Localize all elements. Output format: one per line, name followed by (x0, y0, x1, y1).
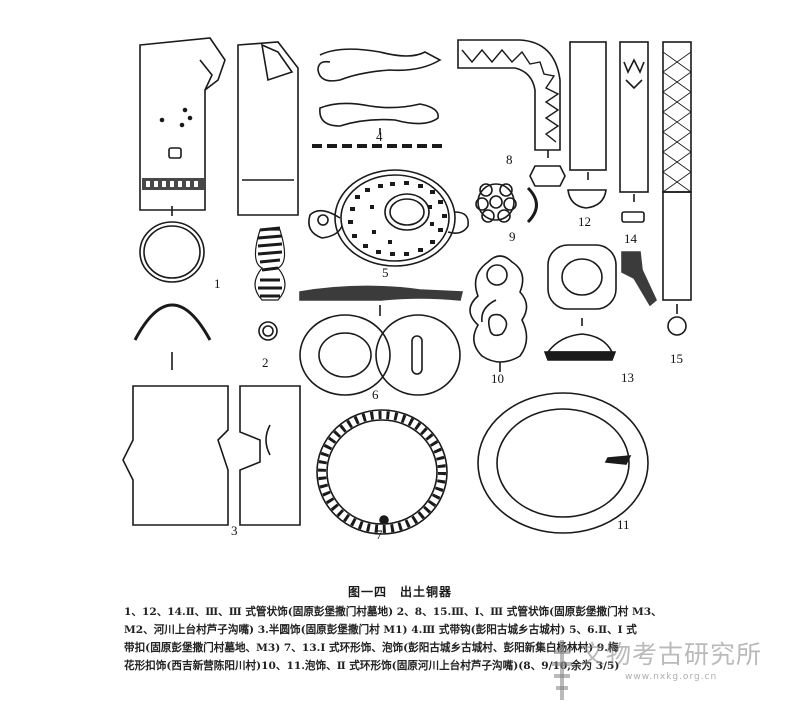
caption-line: M2、河川上台村芦子沟嘴) 3.半圆饰(固原彭堡撒门村 M1) 4.Ⅲ 式带钩(… (124, 624, 637, 636)
item-label-3: 3 (231, 523, 238, 538)
artifact-14-tube (619, 41, 649, 223)
artifact-11-ring (477, 392, 649, 534)
artifact-10-boss (469, 255, 528, 372)
artifact-7-ring (316, 409, 448, 535)
item-label-10: 10 (491, 371, 504, 386)
caption-line: 带扣(固原彭堡撒门村墓地、M3) 7、13.Ⅰ 式环形饰、泡饰(彭阳古城乡古城村… (124, 642, 619, 654)
item-label-9: 9 (509, 229, 516, 244)
item-label-4: 4 (376, 129, 383, 144)
item-label-6: 6 (372, 387, 379, 402)
item-label-7: 7 (376, 527, 383, 542)
item-label-14: 14 (624, 231, 637, 246)
item-label-8: 8 (506, 152, 513, 167)
artifact-12-tube (567, 41, 607, 209)
artifact-6-buckle (299, 285, 464, 396)
watermark-logo-icon (552, 640, 572, 700)
item-label-15: 15 (670, 351, 683, 366)
caption-line: 花形扣饰(西吉新营陈阳川村)10、11.泡饰、Ⅱ 式环形饰(固原河川上台村芦子沟… (124, 660, 620, 672)
watermark-url: www.nxkg.org.cn (625, 672, 718, 682)
artifact-1-tube (133, 37, 226, 370)
watermark-text: 文物考古研究所 (580, 640, 763, 669)
item-label-13: 13 (621, 370, 634, 385)
artifact-15-tube (662, 41, 692, 336)
item-label-12: 12 (578, 214, 591, 229)
artifact-9-flower-button (475, 183, 538, 224)
artifact-4-belt-hook (312, 48, 445, 148)
figure-caption: 1、12、14.Ⅱ、Ⅲ、Ⅲ 式管状饰(固原彭堡撒门村墓地) 2、8、15.Ⅲ、Ⅰ… (124, 603, 764, 675)
artifact-13-boss (543, 244, 657, 361)
artifact-3-half-round (122, 385, 301, 526)
artifact-2-tube (237, 41, 299, 341)
item-label-1: 1 (214, 276, 221, 291)
item-label-5: 5 (382, 265, 389, 280)
item-label-2: 2 (262, 355, 269, 370)
caption-line: 1、12、14.Ⅱ、Ⅲ、Ⅲ 式管状饰(固原彭堡撒门村墓地) 2、8、15.Ⅲ、Ⅰ… (124, 606, 662, 618)
item-label-11: 11 (617, 517, 630, 532)
figure-title: 图一四 出土铜器 (347, 585, 452, 599)
artifact-8-tube (457, 39, 566, 187)
artifact-5-buckle (308, 169, 470, 267)
